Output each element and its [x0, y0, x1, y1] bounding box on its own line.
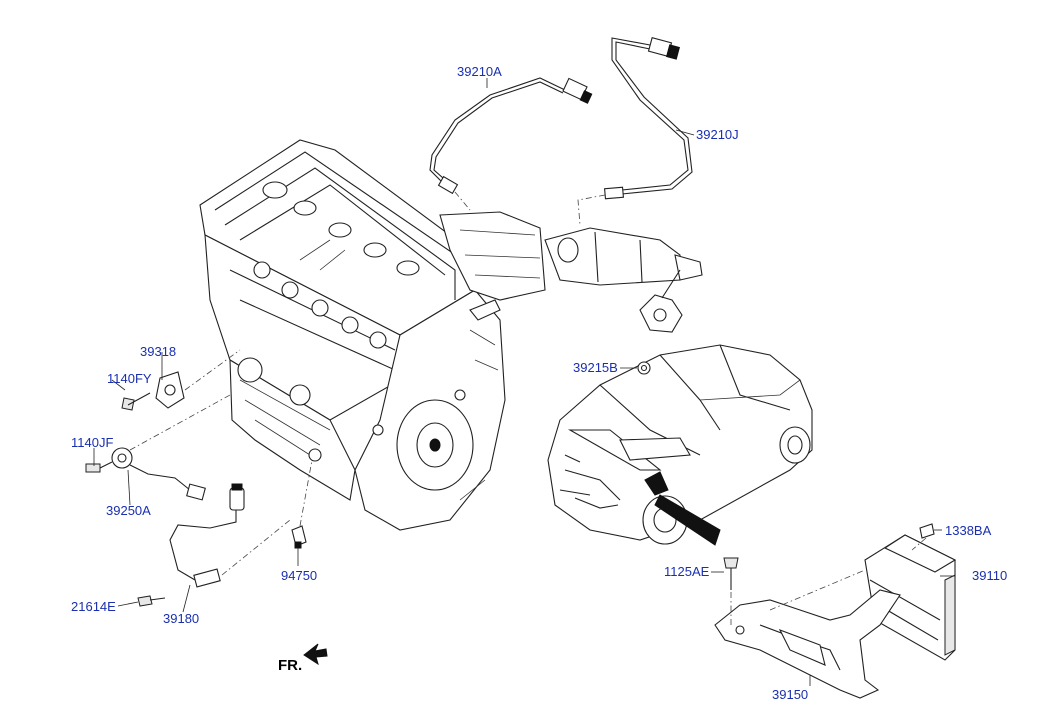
part-label-21614E[interactable]: 21614E — [71, 599, 116, 614]
part-label-39110[interactable]: 39110 — [972, 568, 1007, 583]
part-label-1140FY[interactable]: 1140FY — [107, 371, 152, 386]
ecu-drawing — [864, 523, 957, 661]
part-label-39150[interactable]: 39150 — [772, 687, 808, 702]
vehicle-drawing — [547, 344, 813, 546]
part-label-1140JF[interactable]: 1140JF — [71, 435, 113, 450]
front-direction-label: FR. — [278, 657, 302, 674]
part-label-1338BA[interactable]: 1338BA — [945, 523, 992, 538]
part-label-39318[interactable]: 39318 — [140, 344, 176, 359]
cam-position-sensor-drawing — [121, 349, 241, 411]
part-label-39210A[interactable]: 39210A — [457, 64, 502, 79]
oil-pressure-switch-drawing — [291, 459, 313, 549]
crank-position-sensor-drawing — [137, 483, 291, 607]
part-label-39210J[interactable]: 39210J — [696, 127, 739, 142]
part-label-1125AE[interactable]: 1125AE — [664, 564, 710, 579]
callout-leaders — [93, 78, 955, 686]
front-direction-arrow — [303, 643, 328, 666]
part-label-39215B[interactable]: 39215B — [573, 360, 618, 375]
part-label-39250A[interactable]: 39250A — [106, 503, 151, 518]
knock-sensor-drawing — [85, 394, 231, 501]
part-label-39180[interactable]: 39180 — [163, 611, 199, 626]
oxygen-sensor-downstream-drawing — [577, 36, 693, 226]
oxygen-sensor-upstream-drawing — [429, 77, 593, 211]
engine-assembly-drawing — [199, 139, 703, 531]
ecu-bracket-drawing — [714, 557, 901, 699]
part-label-94750[interactable]: 94750 — [281, 568, 317, 583]
